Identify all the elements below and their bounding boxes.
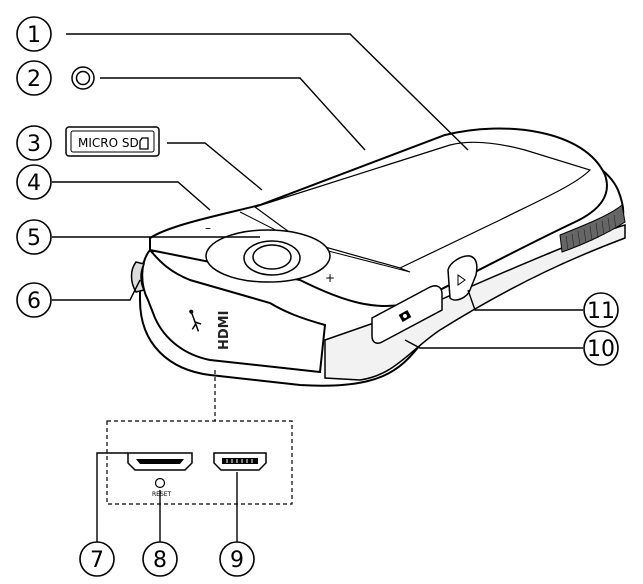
callout-number: 5 (27, 226, 41, 251)
callout-circle (583, 330, 619, 366)
plus-label: + (325, 271, 335, 285)
callout-circle (16, 282, 52, 318)
callout-number: 2 (27, 67, 41, 92)
callout-3: 3 (16, 125, 52, 161)
callout-number: 6 (27, 289, 41, 314)
callout-number: 7 (90, 548, 104, 573)
callout-1: 1 (16, 16, 52, 52)
callout-4: 4 (16, 164, 52, 200)
callout-number: 11 (587, 299, 615, 324)
callout-circle (16, 60, 52, 96)
callout-number: 4 (27, 171, 41, 196)
callout-markers: 1 2 3 4 5 6 7 8 9 10 11 (16, 16, 619, 577)
reset-hole[interactable] (154, 477, 166, 489)
callout-circle (16, 125, 52, 161)
reset-label: RESET (152, 491, 172, 498)
callout-number: 10 (587, 337, 615, 362)
callout-circle (583, 292, 619, 328)
callout-number: 9 (230, 548, 244, 573)
playback-icon (457, 274, 466, 286)
port-panel: RESET (106, 370, 293, 505)
callout-circle (16, 219, 52, 255)
power-ring-icon (71, 66, 95, 90)
callout-circle (16, 16, 52, 52)
sd-card-icon (139, 137, 149, 150)
callout-number: 3 (27, 132, 41, 157)
callout-11: 11 (583, 292, 619, 328)
callout-10: 10 (583, 330, 619, 366)
callout-6: 6 (16, 282, 52, 318)
micro-sd-badge: MICRO SD (65, 126, 160, 157)
callout-5: 5 (16, 219, 52, 255)
camera-body: – + HDMI (130, 127, 626, 387)
callout-circle (219, 541, 255, 577)
callout-number: 8 (153, 548, 167, 573)
micro-sd-label: MICRO SD (78, 136, 139, 150)
callout-circle (16, 164, 52, 200)
hdmi-label: HDMI (217, 311, 232, 350)
callout-7: 7 (79, 541, 115, 577)
callout-8: 8 (142, 541, 178, 577)
callout-number: 1 (27, 23, 41, 48)
callout-2: 2 (16, 60, 52, 96)
camera-icon (398, 310, 412, 322)
mini-usb-port (213, 452, 267, 471)
callout-circle (79, 541, 115, 577)
leader-lines (52, 33, 583, 545)
usb-icon (189, 309, 202, 332)
hdmi-port (127, 452, 193, 471)
callout-9: 9 (219, 541, 255, 577)
record-button[interactable] (252, 244, 292, 270)
callout-circle (142, 541, 178, 577)
minus-label: – (205, 221, 211, 235)
